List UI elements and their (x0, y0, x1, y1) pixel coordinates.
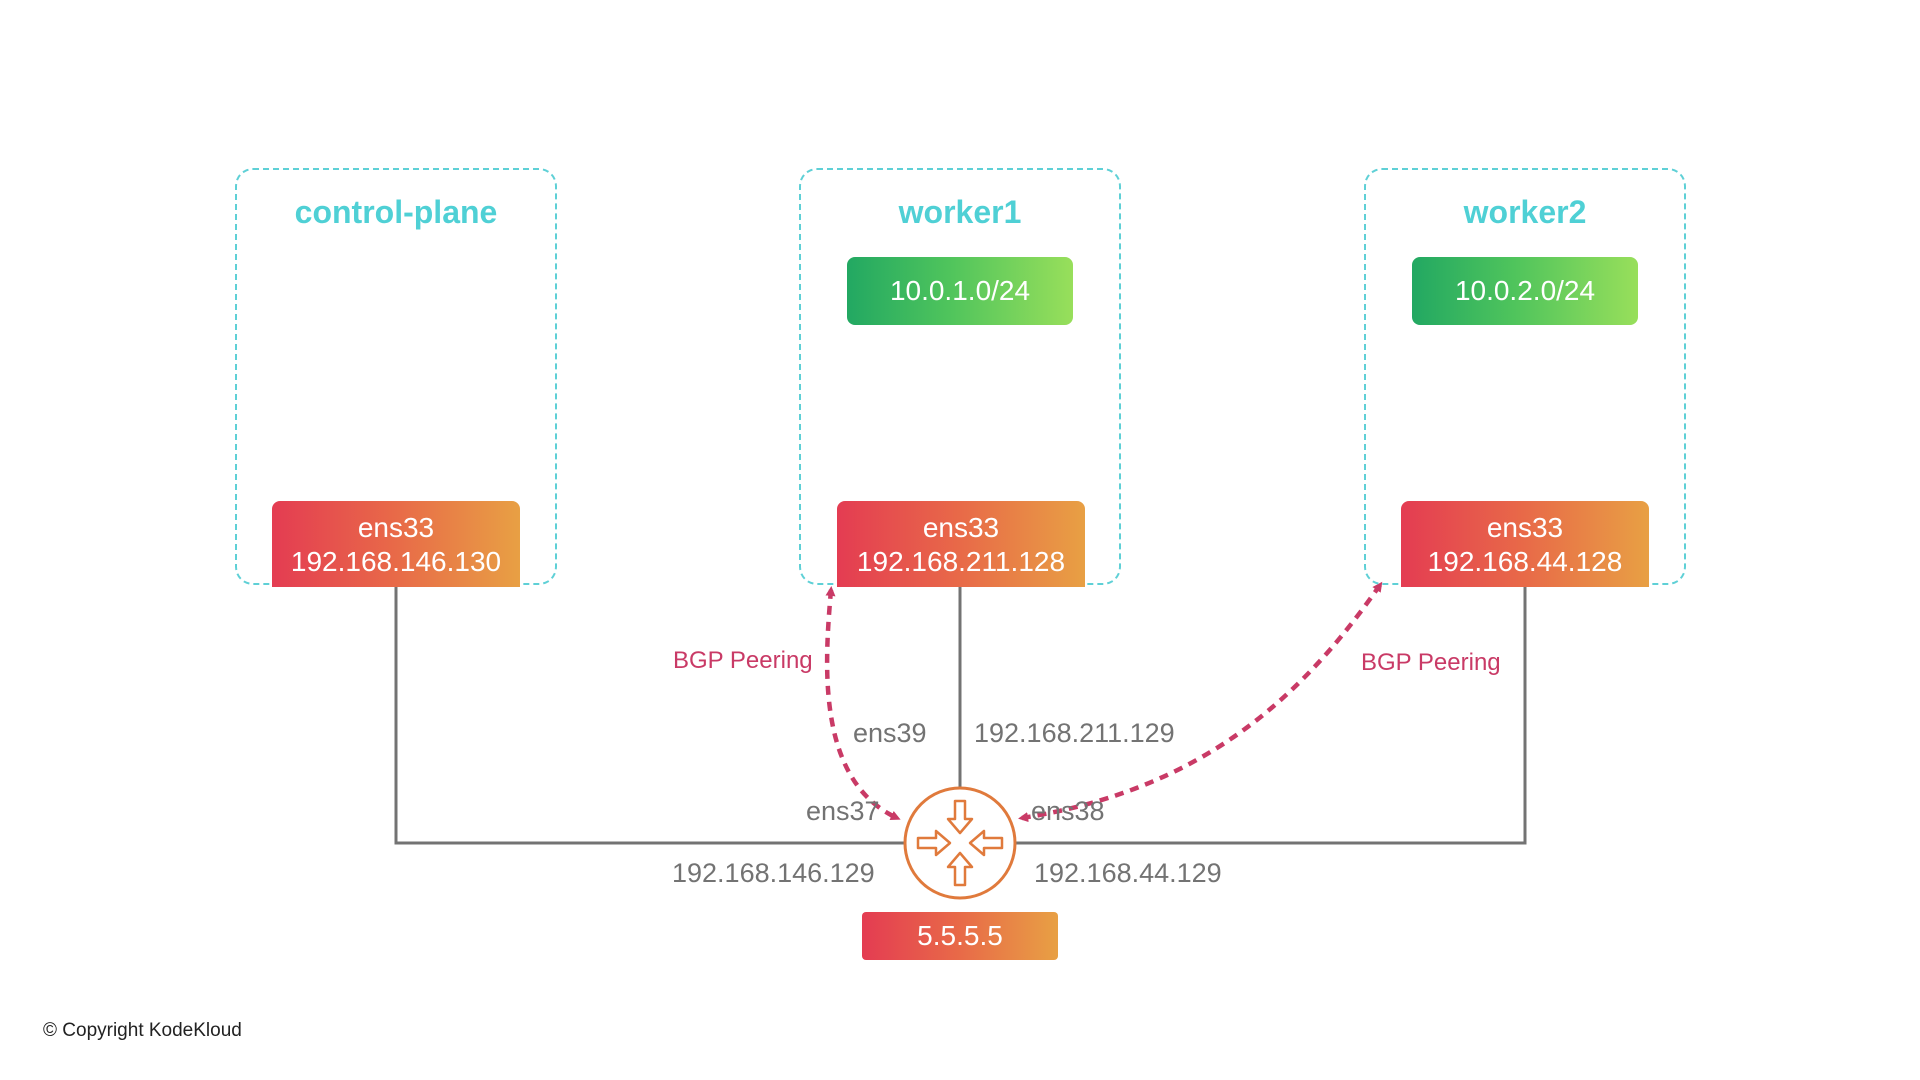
label-ens38: ens38 (1031, 796, 1105, 826)
node-title: worker1 (898, 194, 1022, 230)
bgp-peering-link-worker1 (824, 586, 901, 821)
label-ens39: ens39 (853, 718, 927, 748)
link-control-plane (394, 587, 905, 845)
iface-ip: 192.168.44.128 (1427, 546, 1623, 577)
router-id: 5.5.5.5 (862, 912, 1058, 960)
link-worker2 (1015, 587, 1527, 845)
iface-name: ens33 (1486, 512, 1564, 543)
label-ip-192-168-146-129: 192.168.146.129 (672, 858, 875, 888)
node-title: worker2 (1463, 194, 1587, 230)
iface-name: ens33 (922, 512, 1000, 543)
iface-worker2-ens33: ens33 192.168.44.128 (1401, 501, 1649, 587)
copyright: © Copyright KodeKloud (43, 1020, 242, 1041)
bgp-peering-label-right: BGP Peering (1361, 649, 1501, 676)
bgp-peering-label-left: BGP Peering (673, 647, 813, 674)
subnet-worker2: 10.0.2.0/24 (1412, 257, 1638, 325)
label-ip-192-168-211-129: 192.168.211.129 (974, 718, 1175, 748)
iface-name: ens33 (357, 512, 435, 543)
iface-ip: 192.168.146.130 (290, 546, 502, 577)
router-icon (903, 786, 1017, 900)
iface-worker1-ens33: ens33 192.168.211.128 (837, 501, 1085, 587)
label-ip-192-168-44-129: 192.168.44.129 (1034, 858, 1222, 888)
iface-ip: 192.168.211.128 (856, 546, 1066, 577)
bgp-peering-link-worker2 (1018, 581, 1383, 823)
subnet-worker1: 10.0.1.0/24 (847, 257, 1073, 325)
iface-control-plane-ens33: ens33 192.168.146.130 (272, 501, 520, 587)
label-ens37: ens37 (806, 796, 880, 826)
node-title: control-plane (294, 194, 498, 230)
